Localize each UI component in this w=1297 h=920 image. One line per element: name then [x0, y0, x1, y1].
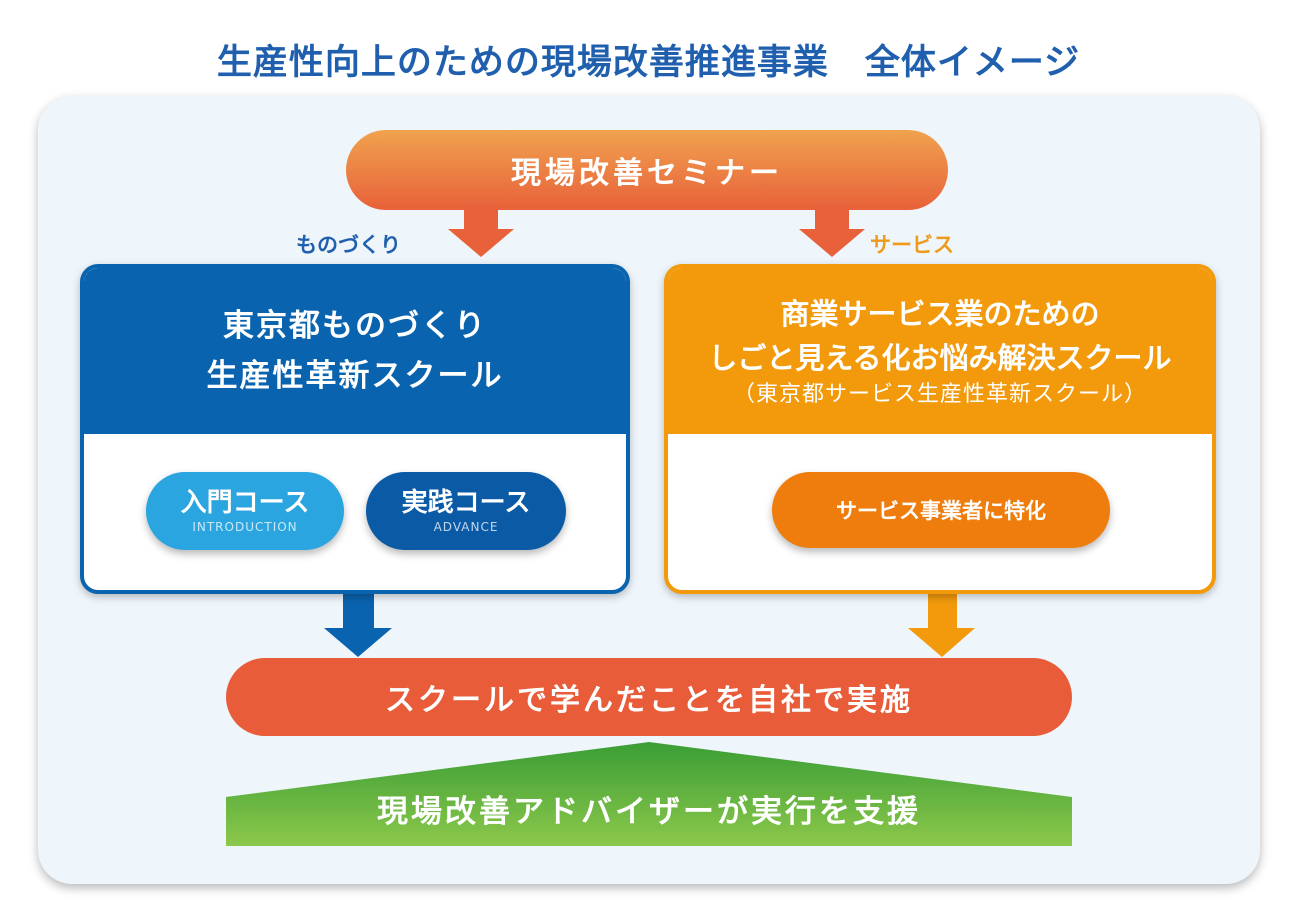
arrow-seminar-left [448, 206, 514, 257]
arrow-right-school [908, 594, 975, 657]
introduction-course-en: INTRODUCTION [192, 520, 298, 534]
introduction-course: 入門コース INTRODUCTION [146, 472, 344, 550]
monozukuri-school-header: 東京都ものづくり 生産性革新スクール [84, 268, 626, 434]
service-school-header: 商業サービス業のための しごと見える化お悩み解決スクール （東京都サービス生産性… [668, 268, 1212, 434]
support-banner-text: 現場改善アドバイザーが実行を支援 [377, 794, 921, 830]
monozukuri-school-name-line2: 生産性革新スクール [206, 358, 504, 394]
service-specialized-course: サービス事業者に特化 [772, 472, 1110, 548]
arrow-left-school [324, 594, 392, 657]
branch-label-service: サービス [870, 233, 954, 257]
page-title: 生産性向上のための現場改善推進事業 全体イメージ [216, 43, 1081, 83]
monozukuri-school-box: 東京都ものづくり 生産性革新スクール [80, 264, 630, 594]
advance-course-en: ADVANCE [433, 520, 499, 534]
advance-course-label: 実践コース [401, 488, 531, 518]
branch-label-monozukuri: ものづくり [296, 233, 401, 257]
introduction-course-label: 入門コース [180, 488, 310, 518]
service-school-name-line2: しごと見える化お悩み解決スクール [708, 341, 1172, 375]
support-banner-shape [226, 742, 1072, 846]
seminar-banner: 現場改善セミナー [346, 130, 948, 210]
arrow-seminar-right [799, 206, 865, 257]
service-school-box: 商業サービス業のための しごと見える化お悩み解決スクール （東京都サービス生産性… [664, 264, 1216, 594]
service-school-official-name: （東京都サービス生産性革新スクール） [732, 382, 1147, 407]
result-banner: スクールで学んだことを自社で実施 [226, 658, 1072, 736]
monozukuri-school-name-line1: 東京都ものづくり [223, 308, 487, 344]
advance-course: 実践コース ADVANCE [366, 472, 566, 550]
service-school-name-line1: 商業サービス業のための [780, 297, 1100, 331]
